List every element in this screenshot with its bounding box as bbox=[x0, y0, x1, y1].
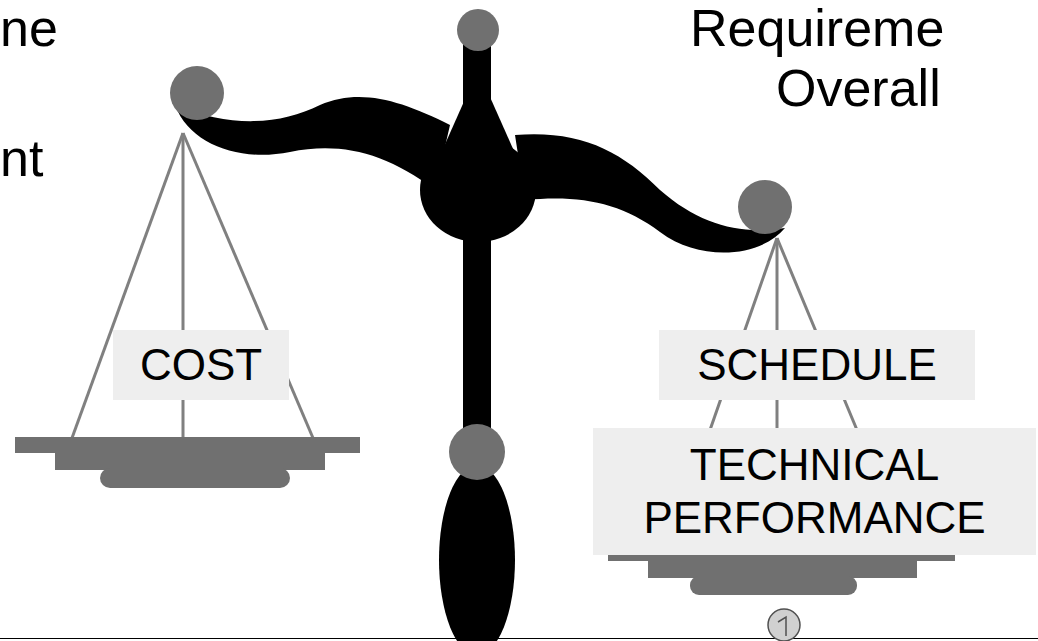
performance-box: TECHNICAL PERFORMANCE bbox=[593, 428, 1036, 555]
heading-fragment: nt bbox=[0, 132, 43, 184]
schedule-box: SCHEDULE bbox=[659, 330, 975, 400]
box-label: COST bbox=[140, 339, 262, 392]
cost-box: COST bbox=[113, 330, 289, 400]
heading-fragment: Overall bbox=[776, 62, 941, 114]
box-label: SCHEDULE bbox=[697, 339, 937, 392]
heading-fragment: ne bbox=[0, 2, 58, 54]
heading-fragment: Requireme bbox=[690, 2, 944, 54]
box-label: TECHNICAL PERFORMANCE bbox=[593, 439, 1036, 545]
